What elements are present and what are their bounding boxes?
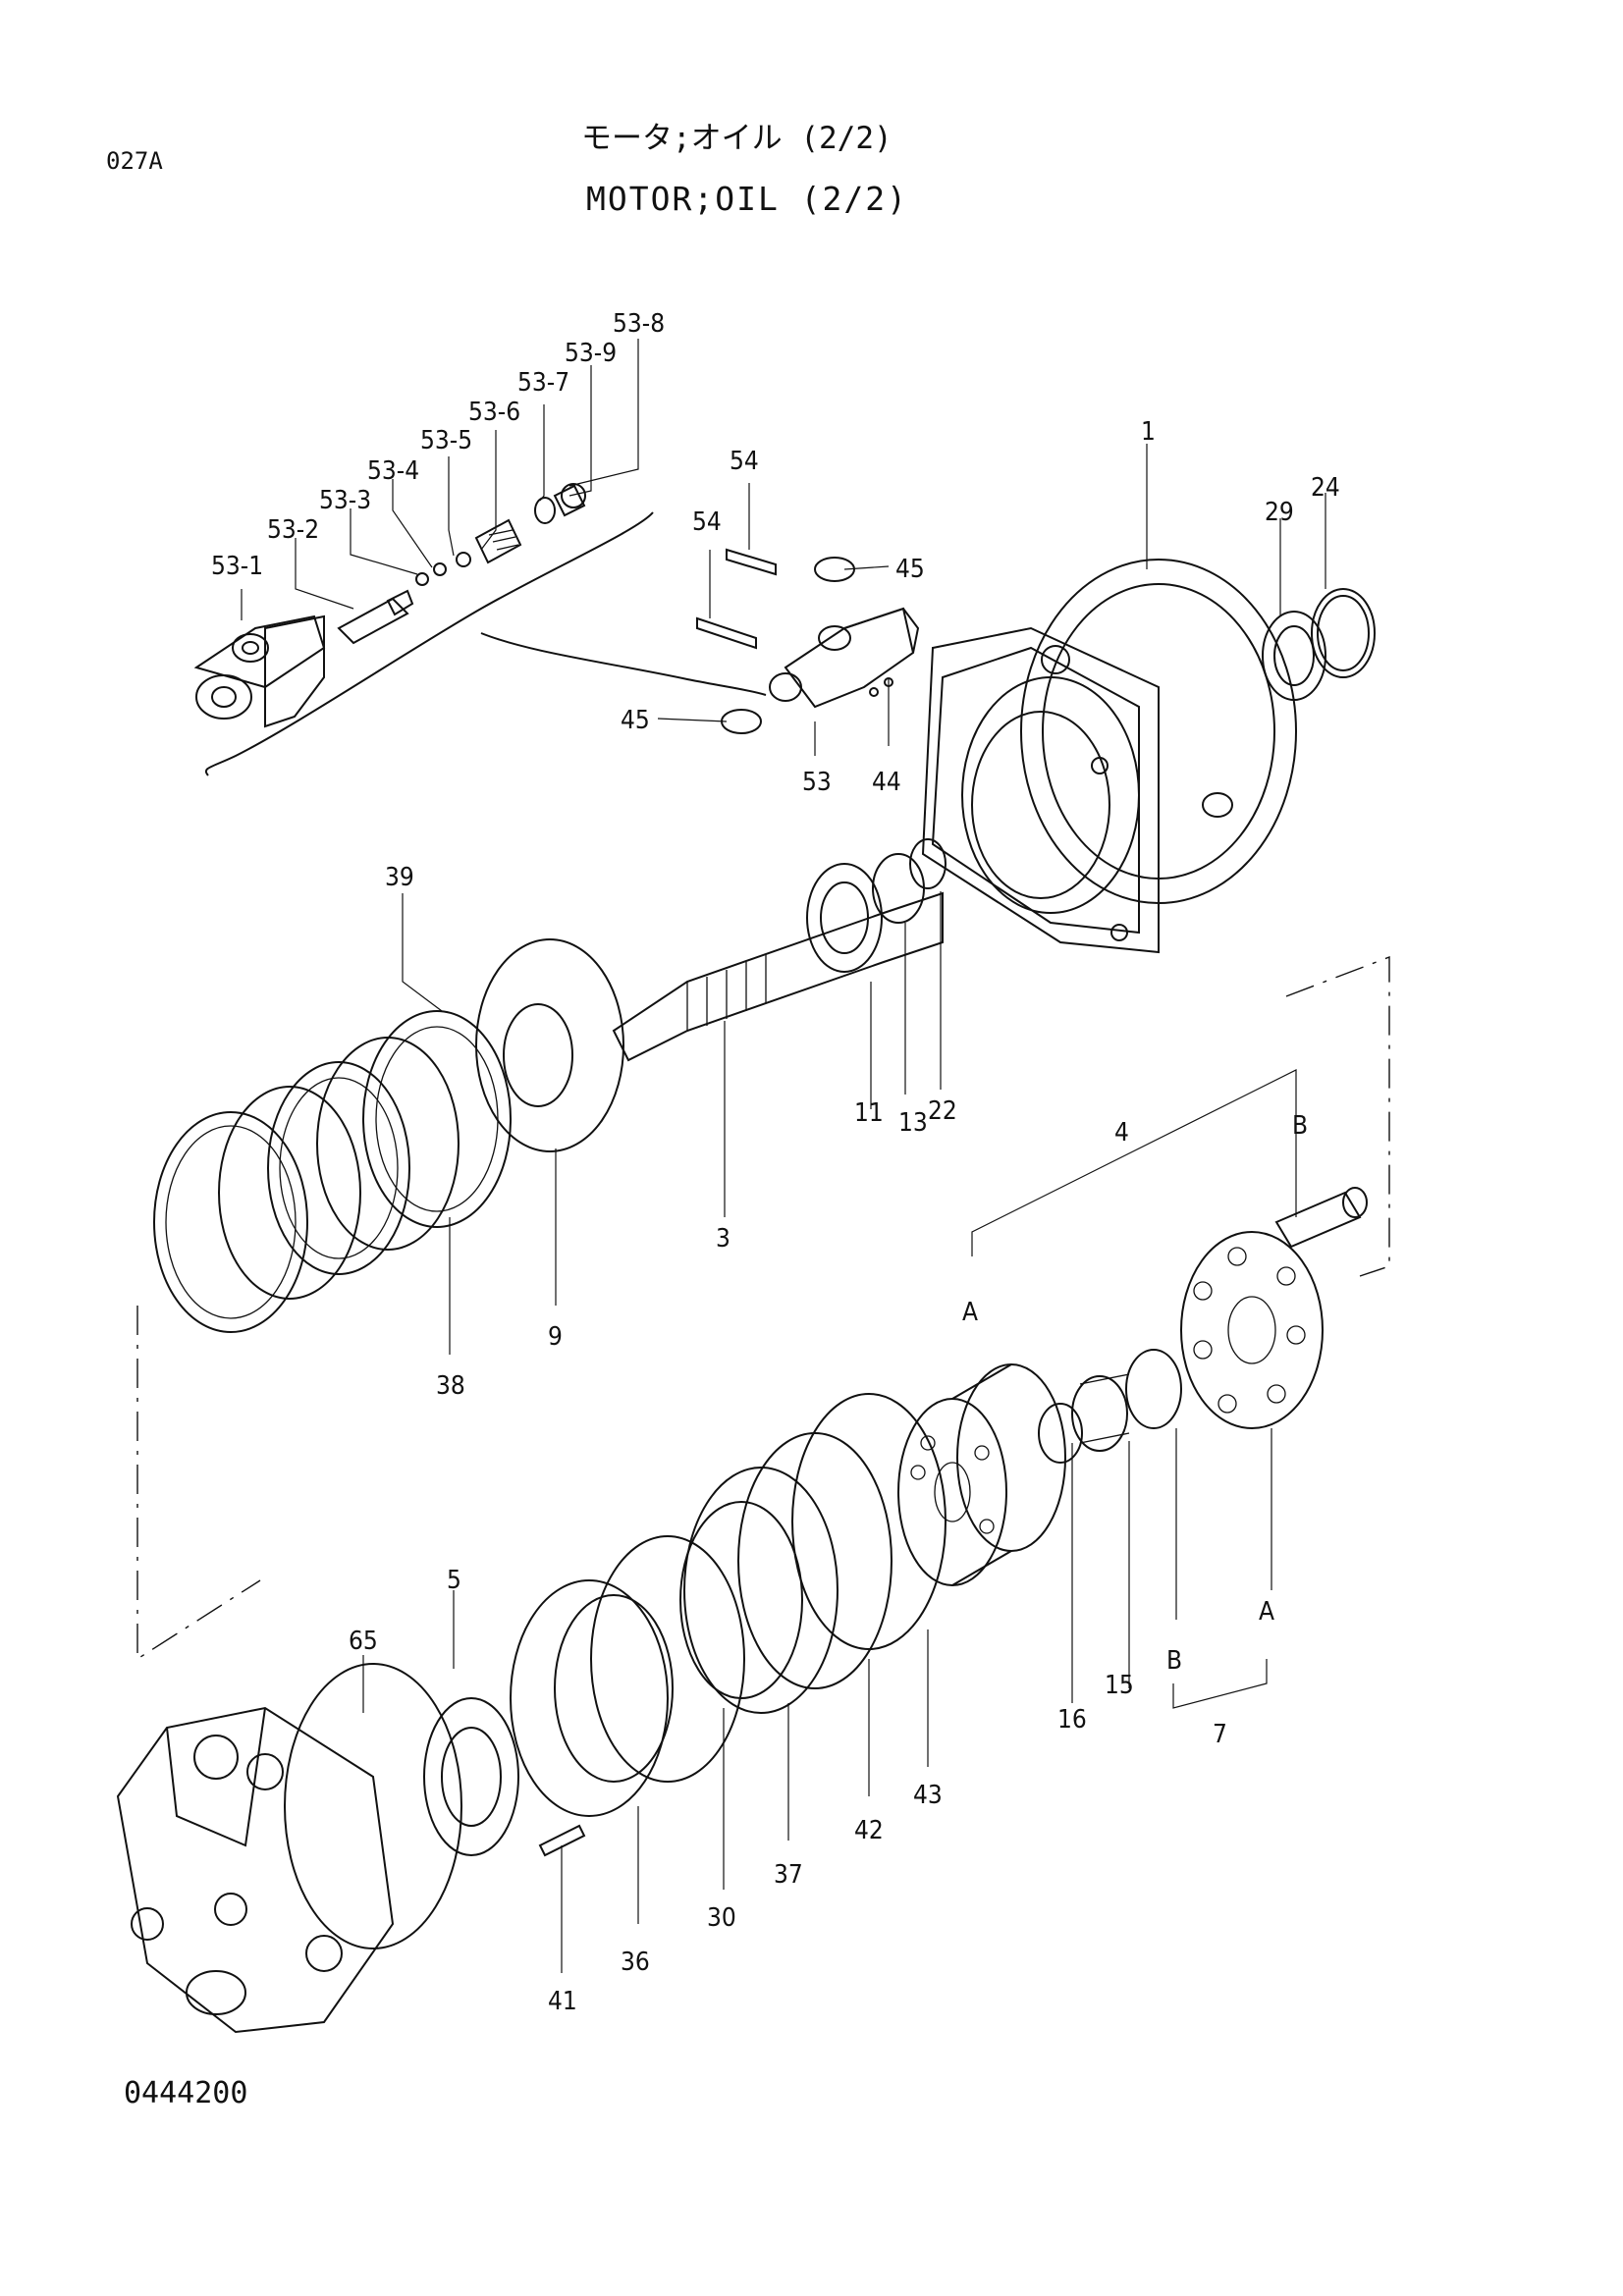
label-53: 53 xyxy=(802,768,832,797)
label-53-7: 53-7 xyxy=(517,368,569,398)
label-54-lower: 54 xyxy=(692,507,722,537)
label-53-1: 53-1 xyxy=(211,552,263,581)
oil-seal-and-snap-ring xyxy=(1262,588,1376,701)
motor-casing xyxy=(921,559,1297,954)
part-labels: 53-1 53-2 53-3 53-4 53-5 53-6 53-7 53-9 … xyxy=(211,309,1340,2016)
label-1: 1 xyxy=(1141,417,1156,447)
title-english: MOTOR;OIL (2/2) xyxy=(586,180,909,218)
label-11: 11 xyxy=(854,1098,884,1128)
label-39: 39 xyxy=(385,863,414,892)
label-30: 30 xyxy=(707,1903,736,1933)
phantom-lines xyxy=(136,955,1390,1661)
valve-block xyxy=(696,548,920,734)
label-53-9: 53-9 xyxy=(565,339,617,368)
label-44: 44 xyxy=(872,768,901,797)
relief-valve-subassembly xyxy=(193,483,767,776)
label-7: 7 xyxy=(1213,1720,1227,1749)
label-65: 65 xyxy=(349,1627,378,1656)
label-38: 38 xyxy=(436,1371,465,1401)
label-15: 15 xyxy=(1105,1671,1134,1700)
rear-cover xyxy=(116,1663,462,2034)
retainer-and-spring xyxy=(1038,1349,1182,1464)
o-rings-and-piston xyxy=(590,1393,947,1783)
label-5: 5 xyxy=(447,1566,461,1595)
label-3: 3 xyxy=(716,1224,730,1254)
label-42: 42 xyxy=(854,1816,884,1845)
label-53-4: 53-4 xyxy=(367,456,419,486)
label-13: 13 xyxy=(898,1108,928,1138)
label-16: 16 xyxy=(1057,1705,1087,1735)
label-53-6: 53-6 xyxy=(468,398,520,427)
label-41: 41 xyxy=(548,1987,577,2016)
retainer-plate xyxy=(1180,1187,1368,1429)
label-a-lower: A xyxy=(1259,1597,1274,1627)
label-a-upper: A xyxy=(962,1298,978,1327)
page-code: 027A xyxy=(106,147,163,175)
label-53-2: 53-2 xyxy=(267,515,319,545)
label-24: 24 xyxy=(1311,473,1340,503)
label-53-5: 53-5 xyxy=(420,426,472,455)
label-9: 9 xyxy=(548,1322,563,1352)
label-43: 43 xyxy=(913,1781,943,1810)
figure-code: 0444200 xyxy=(124,2076,248,2110)
label-45-upper: 45 xyxy=(895,555,925,584)
label-4: 4 xyxy=(1114,1118,1129,1148)
label-b-lower: B xyxy=(1166,1646,1182,1676)
group-brackets xyxy=(971,1069,1297,1709)
label-22: 22 xyxy=(928,1096,957,1126)
friction-and-separator-plates xyxy=(153,1010,512,1333)
label-53-8: 53-8 xyxy=(613,309,665,339)
label-b-upper: B xyxy=(1292,1111,1308,1141)
label-53-3: 53-3 xyxy=(319,486,371,515)
label-36: 36 xyxy=(621,1948,650,1977)
label-45-lower: 45 xyxy=(621,706,650,735)
label-37: 37 xyxy=(774,1860,803,1890)
label-29: 29 xyxy=(1265,498,1294,527)
shaft-and-bearings xyxy=(612,838,947,1062)
label-54-upper: 54 xyxy=(730,447,759,476)
thrust-plate xyxy=(475,938,624,1152)
leader-lines xyxy=(241,339,1326,1973)
title-japanese: モータ;オイル (2/2) xyxy=(581,121,893,156)
brake-piston-and-valve-plate xyxy=(423,1579,674,1857)
cylinder-block xyxy=(897,1363,1066,1586)
